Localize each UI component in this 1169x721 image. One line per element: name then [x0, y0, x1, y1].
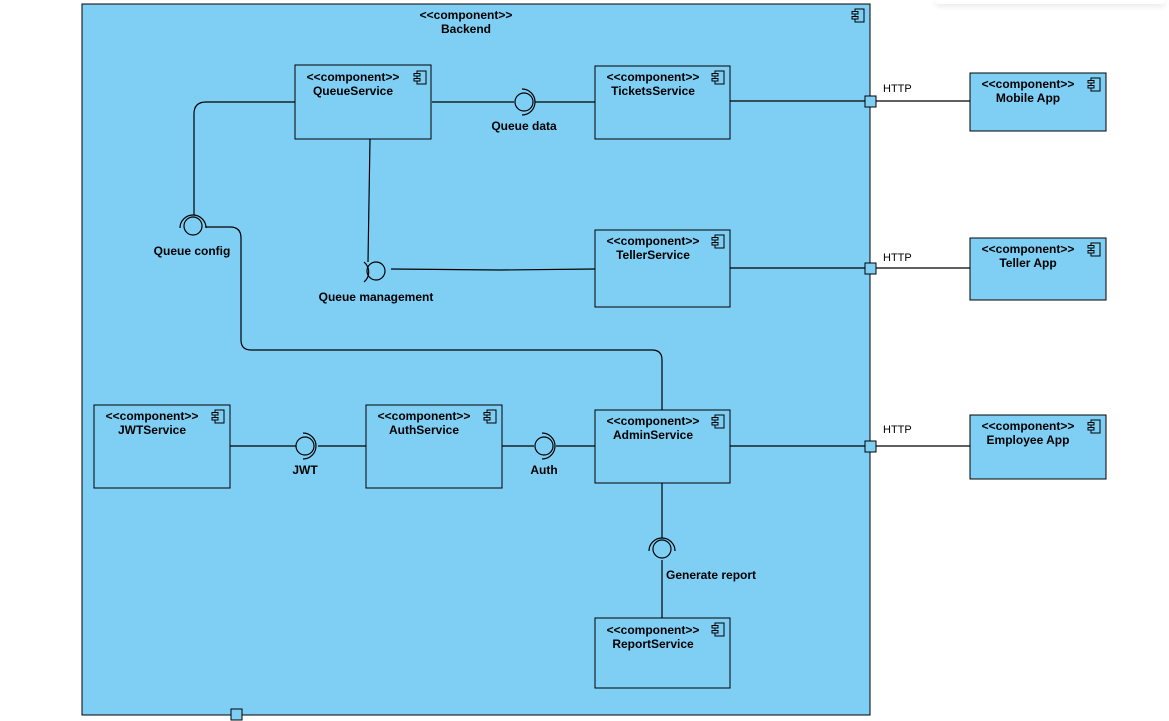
wire-queueconfig-to-admin [206, 226, 663, 410]
admin-service-name: AdminService [613, 428, 693, 442]
queue-config-label: Queue config [154, 244, 231, 258]
tickets-service-component[interactable]: <<component>> TicketsService [594, 65, 731, 140]
interface-queue-config: Queue config [154, 214, 231, 258]
admin-service-component[interactable]: <<component>> AdminService [594, 409, 731, 484]
tickets-service-name: TicketsService [611, 84, 695, 98]
jwt-service-name: JWTService [118, 423, 186, 437]
interface-generate-report: Generate report [648, 537, 756, 582]
http-label-employee: HTTP [883, 424, 912, 436]
mobile-app-name: Mobile App [996, 91, 1060, 105]
wire-queue-to-queueconfig [193, 101, 295, 215]
mobile-app-stereotype: <<component>> [982, 77, 1075, 91]
auth-service-component[interactable]: <<component>> AuthService [365, 404, 503, 489]
queue-data-label: Queue data [491, 119, 557, 133]
backend-component[interactable]: <<component>> Backend [81, 3, 871, 716]
queue-service-stereotype: <<component>> [307, 70, 400, 84]
teller-service-name: TellerService [616, 248, 690, 262]
interface-auth: Auth [530, 432, 558, 477]
auth-service-name: AuthService [389, 423, 459, 437]
teller-app-stereotype: <<component>> [982, 242, 1075, 256]
queue-management-label: Queue management [319, 290, 434, 304]
employee-app-stereotype: <<component>> [982, 419, 1075, 433]
queue-service-component[interactable]: <<component>> QueueService [294, 64, 432, 140]
auth-label: Auth [530, 463, 557, 477]
interface-queue-management: Queue management [319, 261, 434, 304]
port-mobile[interactable] [864, 95, 877, 108]
admin-service-stereotype: <<component>> [607, 414, 700, 428]
backend-title: Backend [441, 22, 491, 36]
jwt-service-component[interactable]: <<component>> JWTService [93, 404, 231, 489]
jwt-service-stereotype: <<component>> [106, 409, 199, 423]
tickets-service-stereotype: <<component>> [607, 70, 700, 84]
generate-report-label: Generate report [666, 568, 756, 582]
interface-queue-data: Queue data [491, 88, 557, 133]
wire-queuemgmt-to-teller [390, 268, 596, 271]
report-service-stereotype: <<component>> [607, 623, 700, 637]
teller-service-component[interactable]: <<component>> TellerService [594, 229, 731, 308]
port-employee[interactable] [864, 440, 877, 453]
http-label-mobile: HTTP [883, 83, 912, 95]
teller-app-name: Teller App [999, 256, 1056, 270]
interface-jwt: JWT [292, 432, 318, 477]
wire-queue-to-queuemgmt [367, 138, 371, 263]
backend-stereotype: <<component>> [420, 8, 513, 22]
report-service-component[interactable]: <<component>> ReportService [594, 617, 731, 689]
queue-service-name: QueueService [313, 84, 393, 98]
teller-app-component[interactable]: <<component>> Teller App [969, 237, 1107, 301]
http-label-teller: HTTP [883, 252, 912, 264]
port-teller[interactable] [864, 262, 877, 275]
connectors [193, 100, 970, 618]
auth-service-stereotype: <<component>> [378, 409, 471, 423]
teller-service-stereotype: <<component>> [607, 234, 700, 248]
employee-app-component[interactable]: <<component>> Employee App [969, 414, 1107, 480]
employee-app-name: Employee App [987, 433, 1070, 447]
jwt-label: JWT [292, 463, 318, 477]
port-bottom[interactable] [230, 708, 243, 721]
mobile-app-component[interactable]: <<component>> Mobile App [969, 72, 1107, 132]
report-service-name: ReportService [612, 637, 694, 651]
